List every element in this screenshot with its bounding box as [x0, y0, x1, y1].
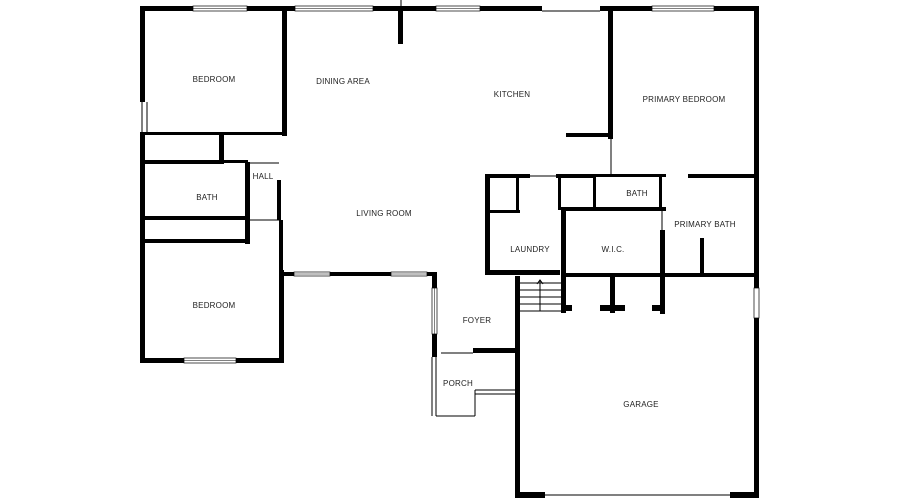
wall [659, 174, 662, 210]
wall [140, 6, 145, 102]
label-hall: HALL [253, 172, 274, 181]
wall [398, 6, 403, 44]
wall [515, 492, 545, 498]
wall [561, 207, 566, 313]
wall [485, 174, 530, 178]
wall [286, 6, 542, 11]
label-porch: PORCH [443, 379, 473, 388]
windows [183, 5, 760, 364]
window [753, 287, 760, 319]
wall [594, 174, 666, 177]
label-bedroom-bottom: BEDROOM [193, 301, 236, 310]
wall [563, 305, 572, 311]
wall [515, 276, 520, 496]
wall [730, 492, 759, 498]
wall [652, 305, 665, 311]
wall [688, 174, 759, 178]
label-primary-bath-small: BATH [626, 189, 648, 198]
wall [610, 275, 615, 313]
wall [558, 174, 561, 210]
wall [516, 178, 519, 212]
label-garage: GARAGE [623, 400, 658, 409]
wall [145, 160, 224, 164]
wall [754, 278, 759, 288]
wall [279, 220, 283, 274]
wall [600, 305, 625, 311]
label-bath: BATH [196, 193, 218, 202]
label-wic: W.I.C. [602, 245, 625, 254]
label-kitchen: KITCHEN [494, 90, 531, 99]
wall [145, 132, 285, 135]
label-primary-bedroom: PRIMARY BEDROOM [643, 95, 726, 104]
wall [556, 174, 596, 178]
label-primary-bath: PRIMARY BATH [674, 220, 736, 229]
wall [485, 270, 560, 275]
wall [490, 210, 520, 213]
label-dining-area: DINING AREA [316, 77, 370, 86]
wall [224, 160, 248, 163]
label-living-room: LIVING ROOM [356, 209, 412, 218]
label-foyer: FOYER [463, 316, 492, 325]
thin-lines [141, 0, 730, 496]
wall [593, 174, 596, 210]
wall [563, 207, 666, 211]
wall [754, 6, 759, 280]
wall [277, 180, 281, 220]
wall [563, 273, 759, 277]
wall [485, 174, 490, 274]
wall [145, 239, 250, 243]
wall [473, 348, 517, 353]
stair-arrow [536, 279, 544, 285]
wall [245, 220, 250, 244]
wall [245, 162, 250, 220]
label-bedroom-top: BEDROOM [193, 75, 236, 84]
wall [754, 318, 759, 496]
wall [608, 6, 613, 139]
wall [700, 238, 704, 276]
wall [145, 216, 250, 220]
wall [282, 6, 287, 136]
room-labels: BEDROOM DINING AREA KITCHEN PRIMARY BEDR… [193, 75, 736, 409]
wall [566, 133, 613, 137]
wall [279, 272, 436, 276]
wall [219, 132, 224, 162]
wall [140, 132, 145, 362]
wall [279, 270, 284, 363]
label-laundry: LAUNDRY [510, 245, 550, 254]
wall [660, 230, 665, 314]
